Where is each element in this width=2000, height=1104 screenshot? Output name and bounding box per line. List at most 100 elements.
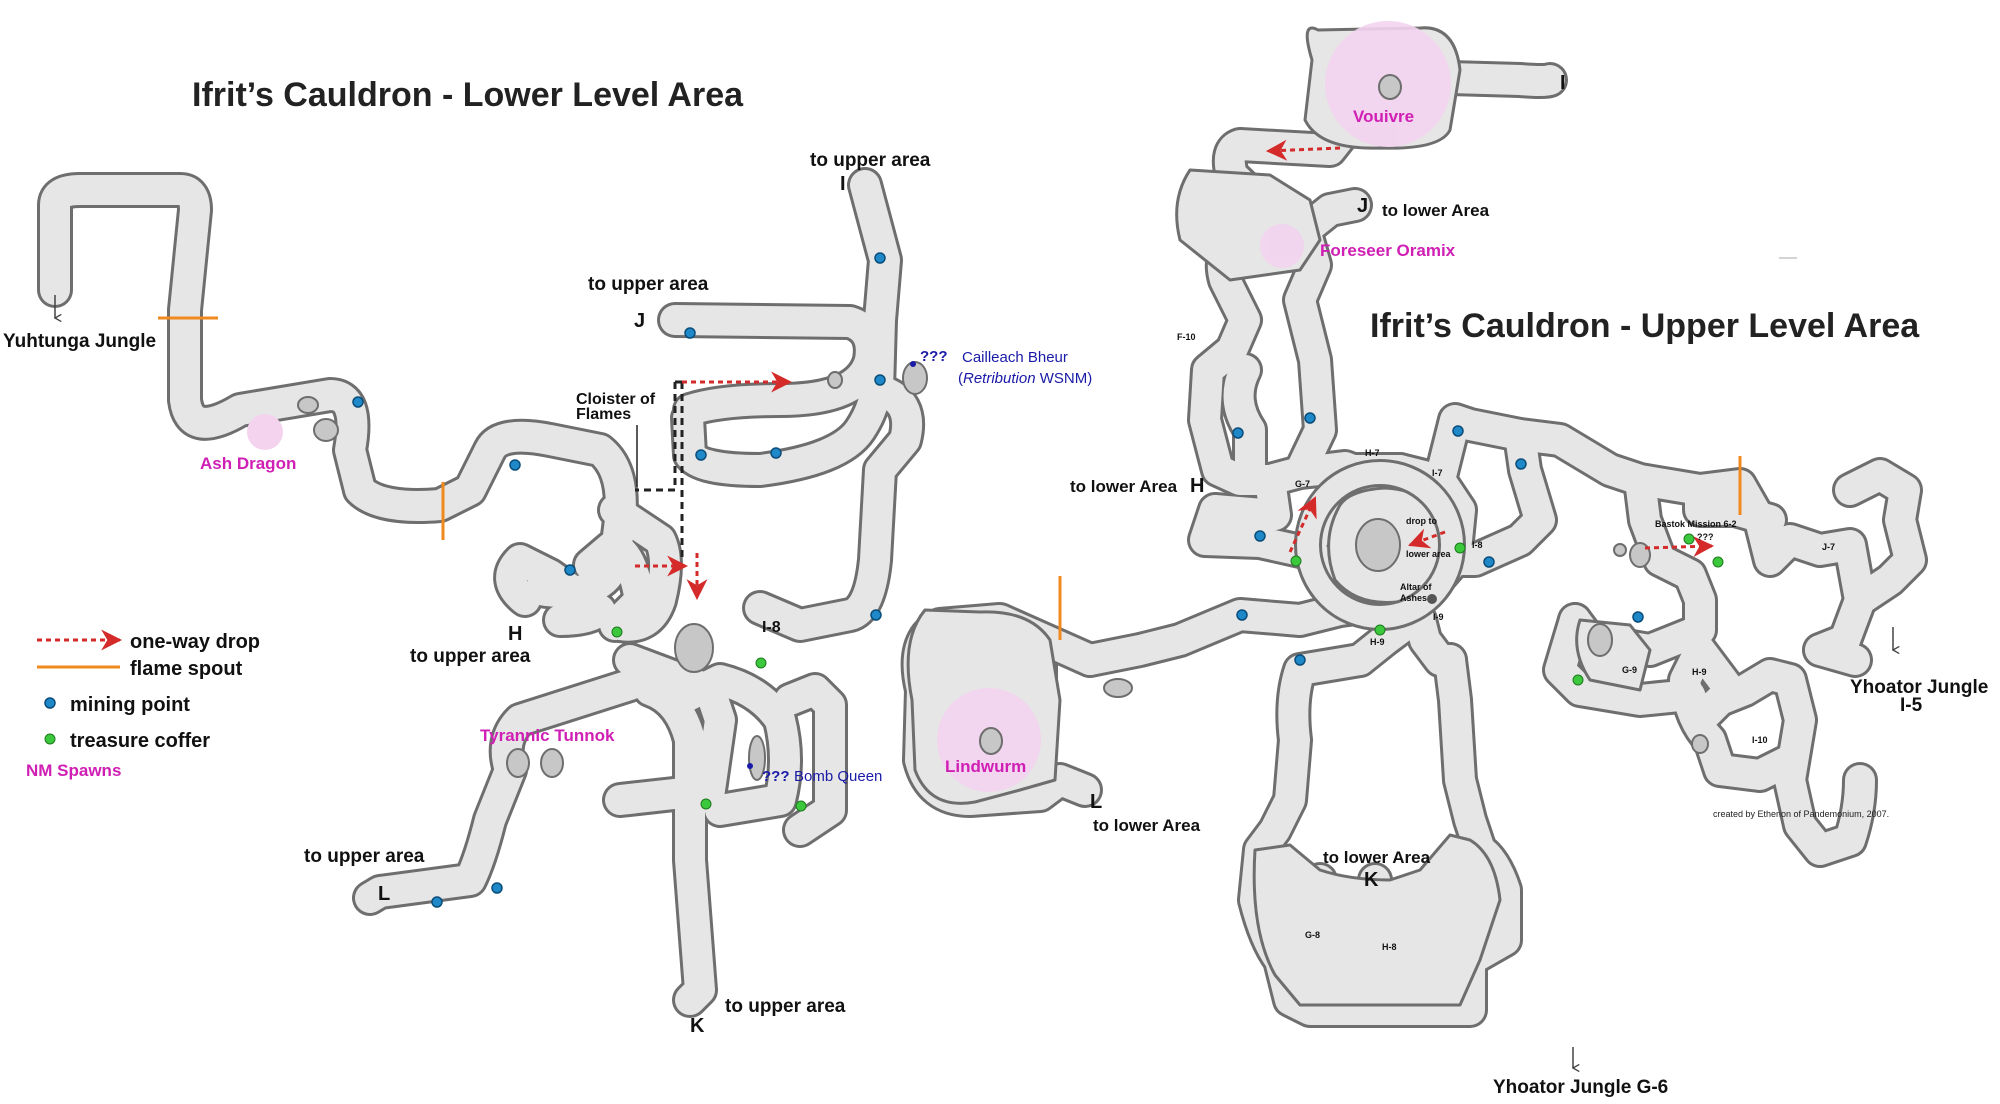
label-foreseer: Foreseer Oramix: [1320, 241, 1456, 260]
label-letter-l-lower: L: [378, 883, 390, 905]
mining-point-icon: [1294, 654, 1306, 666]
label-cailleach-2: (Retribution WSNM): [958, 370, 1092, 387]
foreseer-zone: [1260, 224, 1304, 268]
label-i7: I-7: [1432, 468, 1443, 478]
label-to-lower-j: to lower Area: [1382, 201, 1490, 220]
label-lower-area: lower area: [1406, 549, 1452, 559]
flame-spout-icon: [158, 316, 445, 540]
label-h7: H-7: [1365, 448, 1380, 458]
mining-point-icon: [874, 374, 886, 386]
legend-nm-label: NM Spawns: [26, 761, 121, 780]
legend-coffer-icon: [44, 733, 56, 745]
flame-spout-icon: [1058, 456, 1742, 640]
ash-dragon-zone: [247, 414, 283, 450]
treasure-coffer-icon: [1290, 555, 1302, 567]
label-h9b: H-9: [1692, 667, 1707, 677]
mining-point-icon: [684, 327, 696, 339]
legend-mining-icon: [44, 697, 56, 709]
label-drop-to: drop to: [1406, 516, 1437, 526]
label-to-lower-k: to lower Area: [1323, 848, 1431, 867]
label-g9: G-9: [1622, 665, 1637, 675]
label-cloister-1: Cloister of: [576, 391, 656, 408]
treasure-coffer-icon: [795, 800, 807, 812]
label-letter-k-upper: K: [1364, 869, 1379, 891]
cloister-path: [635, 380, 684, 560]
label-vouivre: Vouivre: [1353, 107, 1414, 126]
legend-coffer-label: treasure coffer: [70, 730, 210, 752]
label-ash-dragon: Ash Dragon: [200, 454, 296, 473]
label-yhoator-i5-2: I-5: [1900, 695, 1923, 716]
label-cailleach-marker: ???: [920, 348, 948, 365]
mining-point-icon: [870, 609, 882, 621]
mining-point-icon: [564, 564, 576, 576]
label-h9a: H-9: [1370, 637, 1385, 647]
label-letter-h-lower: H: [508, 623, 522, 645]
label-letter-l-upper: L: [1090, 791, 1102, 813]
legend: one-way drop flame spout mining point tr…: [26, 629, 260, 780]
treasure-coffer-icon: [611, 626, 623, 638]
mining-point-icon: [1515, 458, 1527, 470]
upper-mining-points: [1232, 412, 1644, 666]
mining-point-icon: [874, 252, 886, 264]
legend-drop-label: one-way drop: [130, 631, 260, 653]
label-letter-h-upper: H: [1190, 475, 1204, 497]
label-i8-lower: I-8: [762, 619, 781, 636]
treasure-coffer-icon: [1454, 542, 1466, 554]
label-to-upper-l: to upper area: [304, 846, 425, 867]
one-way-drop-icon: [1265, 139, 1715, 558]
label-bastok: Bastok Mission 6-2: [1655, 519, 1737, 529]
lower-title: Ifrit’s Cauldron - Lower Level Area: [192, 76, 744, 114]
bomb-marker-dot: [747, 763, 753, 769]
label-j7: J-7: [1822, 542, 1835, 552]
lower-coffers: [611, 626, 807, 812]
label-cailleach-1: Cailleach Bheur: [962, 349, 1068, 366]
mining-point-icon: [1304, 412, 1316, 424]
label-g7: G-7: [1295, 479, 1310, 489]
label-to-lower-h: to lower Area: [1070, 477, 1178, 496]
mining-point-icon: [491, 882, 503, 894]
label-to-upper-j: to upper area: [588, 274, 709, 295]
label-to-upper-h: to upper area: [410, 646, 531, 667]
label-credit: created by Etherion of Pandemonium, 2007…: [1713, 809, 1889, 819]
mining-point-icon: [352, 396, 364, 408]
label-letter-j-lower: J: [634, 310, 645, 332]
lower-mining-points: [352, 252, 886, 908]
label-yhoator-g6: Yhoator Jungle G-6: [1493, 1077, 1668, 1098]
label-i9: I-9: [1433, 612, 1444, 622]
label-altar-2: Ashes: [1400, 593, 1427, 603]
label-letter-j-upper: J: [1357, 195, 1368, 217]
label-to-lower-l: to lower Area: [1093, 816, 1201, 835]
label-g8: G-8: [1305, 930, 1320, 940]
treasure-coffer-icon: [1572, 674, 1584, 686]
mining-point-icon: [1632, 611, 1644, 623]
cailleach-marker-dot: [910, 361, 916, 367]
label-yhoator-i5-1: Yhoator Jungle: [1850, 677, 1988, 698]
mining-point-icon: [1236, 609, 1248, 621]
label-yuhtunga: Yuhtunga Jungle: [3, 331, 156, 352]
upper-coffers: [1290, 533, 1724, 686]
label-lindwurm: Lindwurm: [945, 757, 1026, 776]
lower-cave-tunnels: [37, 167, 928, 1018]
mining-point-icon: [695, 449, 707, 461]
label-cloister-2: Flames: [576, 406, 631, 423]
altar-marker: [1427, 594, 1437, 604]
label-bomb-queen: Bomb Queen: [794, 768, 882, 785]
label-i10: I-10: [1752, 735, 1768, 745]
mining-point-icon: [431, 896, 443, 908]
legend-mining-label: mining point: [70, 694, 190, 716]
label-altar-1: Altar of: [1400, 582, 1433, 592]
label-letter-i-lower: I: [840, 173, 846, 195]
label-letter-k-lower: K: [690, 1015, 705, 1037]
legend-flame-label: flame spout: [130, 658, 243, 680]
label-letter-i-upper: I: [1560, 72, 1566, 94]
mining-point-icon: [770, 447, 782, 459]
treasure-coffer-icon: [1374, 624, 1386, 636]
label-bomb-marker: ???: [762, 768, 790, 785]
label-i8-upper: I-8: [1472, 540, 1483, 550]
mining-point-icon: [1232, 427, 1244, 439]
upper-title: Ifrit’s Cauldron - Upper Level Area: [1370, 307, 1920, 345]
treasure-coffer-icon: [1683, 533, 1695, 545]
treasure-coffer-icon: [700, 798, 712, 810]
label-h8: H-8: [1382, 942, 1397, 952]
